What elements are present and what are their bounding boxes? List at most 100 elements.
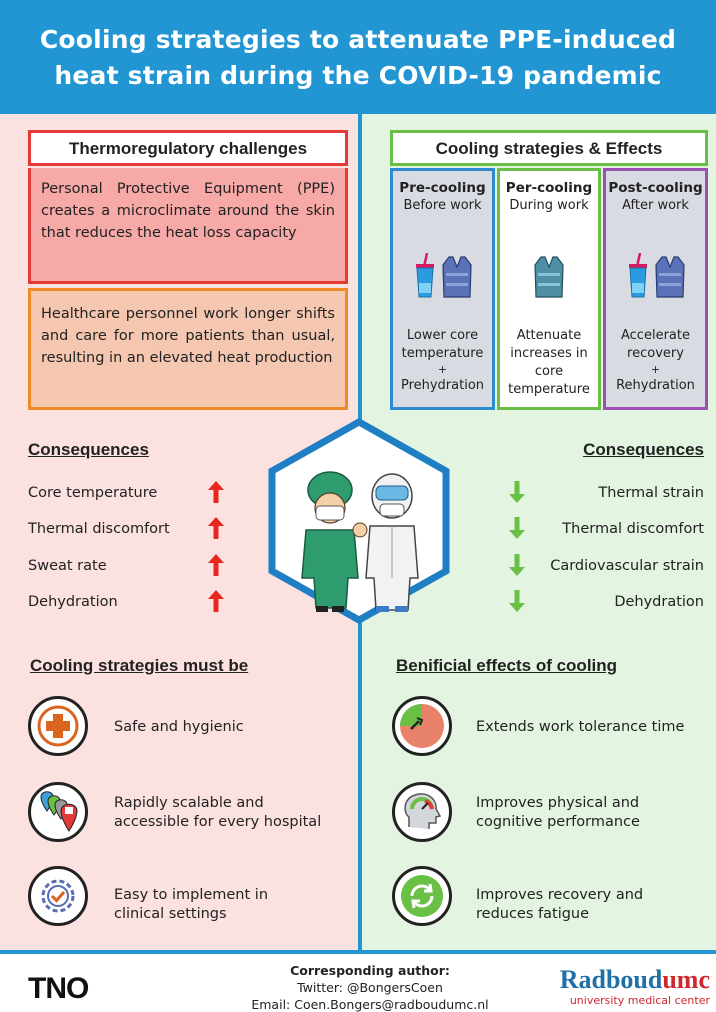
consequence-left-1: Core temperature: [28, 485, 158, 501]
scalable-icon-circle: [28, 782, 88, 842]
head-gauge-icon: [404, 793, 442, 829]
benefit-item-3-line1: Improves recovery and: [476, 887, 644, 903]
pre-cooling-effect: Lower core temperature + Prehydration: [393, 327, 492, 395]
pre-effect-line-1: Lower core: [406, 328, 479, 343]
benefit-item-2-line1: Improves physical and: [476, 795, 640, 811]
must-be-item-3: Easy to implement in clinical settings: [114, 886, 268, 924]
pre-cooling-sub: Before work: [403, 198, 482, 213]
arrow-up-icon: [208, 554, 224, 576]
recovery-icon-circle: [392, 866, 452, 926]
radboud-name: Radboudumc: [540, 966, 710, 994]
post-cooling-icons: [606, 237, 705, 299]
consequence-right-1: Thermal strain: [598, 485, 704, 501]
cooling-vest-icon: [534, 256, 564, 298]
arrow-down-icon: [509, 517, 525, 539]
bottom-divider: [0, 950, 716, 954]
post-cooling-sub: After work: [622, 198, 689, 213]
benefit-item-3-line2: reduces fatigue: [476, 906, 590, 922]
author-heading: Corresponding author:: [290, 963, 450, 978]
consequence-right-3: Cardiovascular strain: [550, 558, 704, 574]
pre-effect-line-2: temperature: [401, 346, 484, 361]
pre-cooling-column: Pre-cooling Before work Lower core tempe…: [390, 168, 495, 410]
challenges-title: Thermoregulatory challenges: [28, 130, 348, 166]
must-be-item-3-line1: Easy to implement in: [114, 887, 269, 903]
clock-icon: [400, 704, 444, 748]
umc-word: umc: [662, 965, 710, 994]
per-cooling-sub: During work: [509, 198, 589, 213]
post-plus: +: [650, 363, 661, 376]
author-email: Email: Coen.Bongers@radboudumc.nl: [251, 997, 489, 1012]
pre-extra: Prehydration: [400, 378, 485, 393]
benefit-item-2-line2: cognitive performance: [476, 814, 640, 830]
per-effect-line-4: temperature: [508, 382, 590, 397]
benefit-item-2: Improves physical and cognitive performa…: [476, 794, 640, 832]
benefit-item-1-line1: Extends work tolerance time: [476, 719, 685, 735]
must-be-item-1-line1: Safe and hygienic: [114, 719, 244, 735]
arrow-up-icon: [208, 517, 224, 539]
cold-drink-icon: [415, 253, 434, 298]
radboud-subtitle: university medical center: [569, 994, 710, 1007]
consequence-left-3: Sweat rate: [28, 558, 107, 574]
per-cooling-column: Per-cooling During work Attenuate increa…: [497, 168, 601, 410]
per-cooling-icons: [500, 237, 598, 299]
per-effect-line-2: increases in: [510, 346, 588, 361]
benefit-item-3: Improves recovery and reduces fatigue: [476, 886, 643, 924]
post-effect-line-2: recovery: [627, 346, 684, 361]
must-be-item-2: Rapidly scalable and accessible for ever…: [114, 794, 321, 832]
challenge-workload: Healthcare personnel work longer shifts …: [28, 288, 348, 410]
benefit-item-1: Extends work tolerance time: [476, 718, 684, 737]
per-effect-line-1: Attenuate: [516, 328, 582, 343]
consequence-right-2: Thermal discomfort: [562, 521, 704, 537]
consequences-right-title: Consequences: [583, 440, 704, 459]
author-twitter: Twitter: @BongersCoen: [297, 980, 443, 995]
corresponding-author: Corresponding author: Twitter: @BongersC…: [230, 962, 510, 1012]
tno-logo: TNO: [28, 972, 89, 1005]
challenge-ppe: Personal Protective Equipment (PPE) crea…: [28, 168, 348, 284]
post-cooling-title: Post-cooling: [608, 180, 703, 196]
post-cooling-column: Post-cooling After work Accelerate recov…: [603, 168, 708, 410]
radboudumc-logo: Radboudumc university medical center: [540, 966, 710, 1008]
cooling-vest-icon: [441, 256, 472, 298]
protective-suit-worker-icon: [365, 473, 419, 612]
page-title: Cooling strategies to attenuate PPE-indu…: [0, 0, 716, 94]
consequence-left-2: Thermal discomfort: [28, 521, 170, 537]
performance-icon-circle: [392, 782, 452, 842]
recovery-icon: [401, 875, 443, 917]
gear-check-icon: [41, 879, 75, 913]
per-cooling-effect: Attenuate increases in core temperature: [500, 327, 598, 399]
arrow-down-icon: [509, 554, 525, 576]
must-be-title: Cooling strategies must be: [30, 656, 249, 675]
post-effect-line-1: Accelerate: [621, 328, 690, 343]
post-cooling-effect: Accelerate recovery + Rehydration: [606, 327, 705, 395]
location-pins-icon: [40, 791, 78, 832]
arrow-down-icon: [509, 590, 525, 612]
pre-plus: +: [437, 363, 448, 376]
work-time-icon-circle: [392, 696, 452, 756]
effects-title: Cooling strategies & Effects: [390, 130, 708, 166]
consequence-left-4: Dehydration: [28, 594, 118, 610]
per-effect-line-3: core: [534, 364, 564, 379]
must-be-item-2-line1: Rapidly scalable and: [114, 795, 264, 811]
title-line-2: heat strain during the COVID-19 pandemic: [54, 61, 662, 90]
must-be-item-2-line2: accessible for every hospital: [114, 814, 322, 830]
surgeon-icon: [301, 471, 368, 612]
arrow-up-icon: [208, 481, 224, 503]
consequences-left-title: Consequences: [28, 440, 149, 459]
benefits-title: Benificial effects of cooling: [396, 656, 618, 675]
header-banner: Cooling strategies to attenuate PPE-indu…: [0, 0, 716, 114]
title-line-1: Cooling strategies to attenuate PPE-indu…: [39, 25, 677, 54]
cold-drink-icon: [628, 253, 647, 298]
consequence-right-4: Dehydration: [614, 594, 704, 610]
medical-cross-icon: [37, 705, 79, 747]
safe-icon-circle: [28, 696, 88, 756]
must-be-item-3-line2: clinical settings: [114, 906, 227, 922]
arrow-up-icon: [208, 590, 224, 612]
must-be-item-1: Safe and hygienic: [114, 718, 244, 737]
healthcare-workers-illustration: [268, 418, 450, 624]
easy-icon-circle: [28, 866, 88, 926]
pre-cooling-icons: [393, 237, 492, 299]
arrow-down-icon: [509, 481, 525, 503]
cooling-vest-icon: [654, 256, 685, 298]
pre-cooling-title: Pre-cooling: [399, 180, 486, 196]
per-cooling-title: Per-cooling: [505, 180, 593, 196]
